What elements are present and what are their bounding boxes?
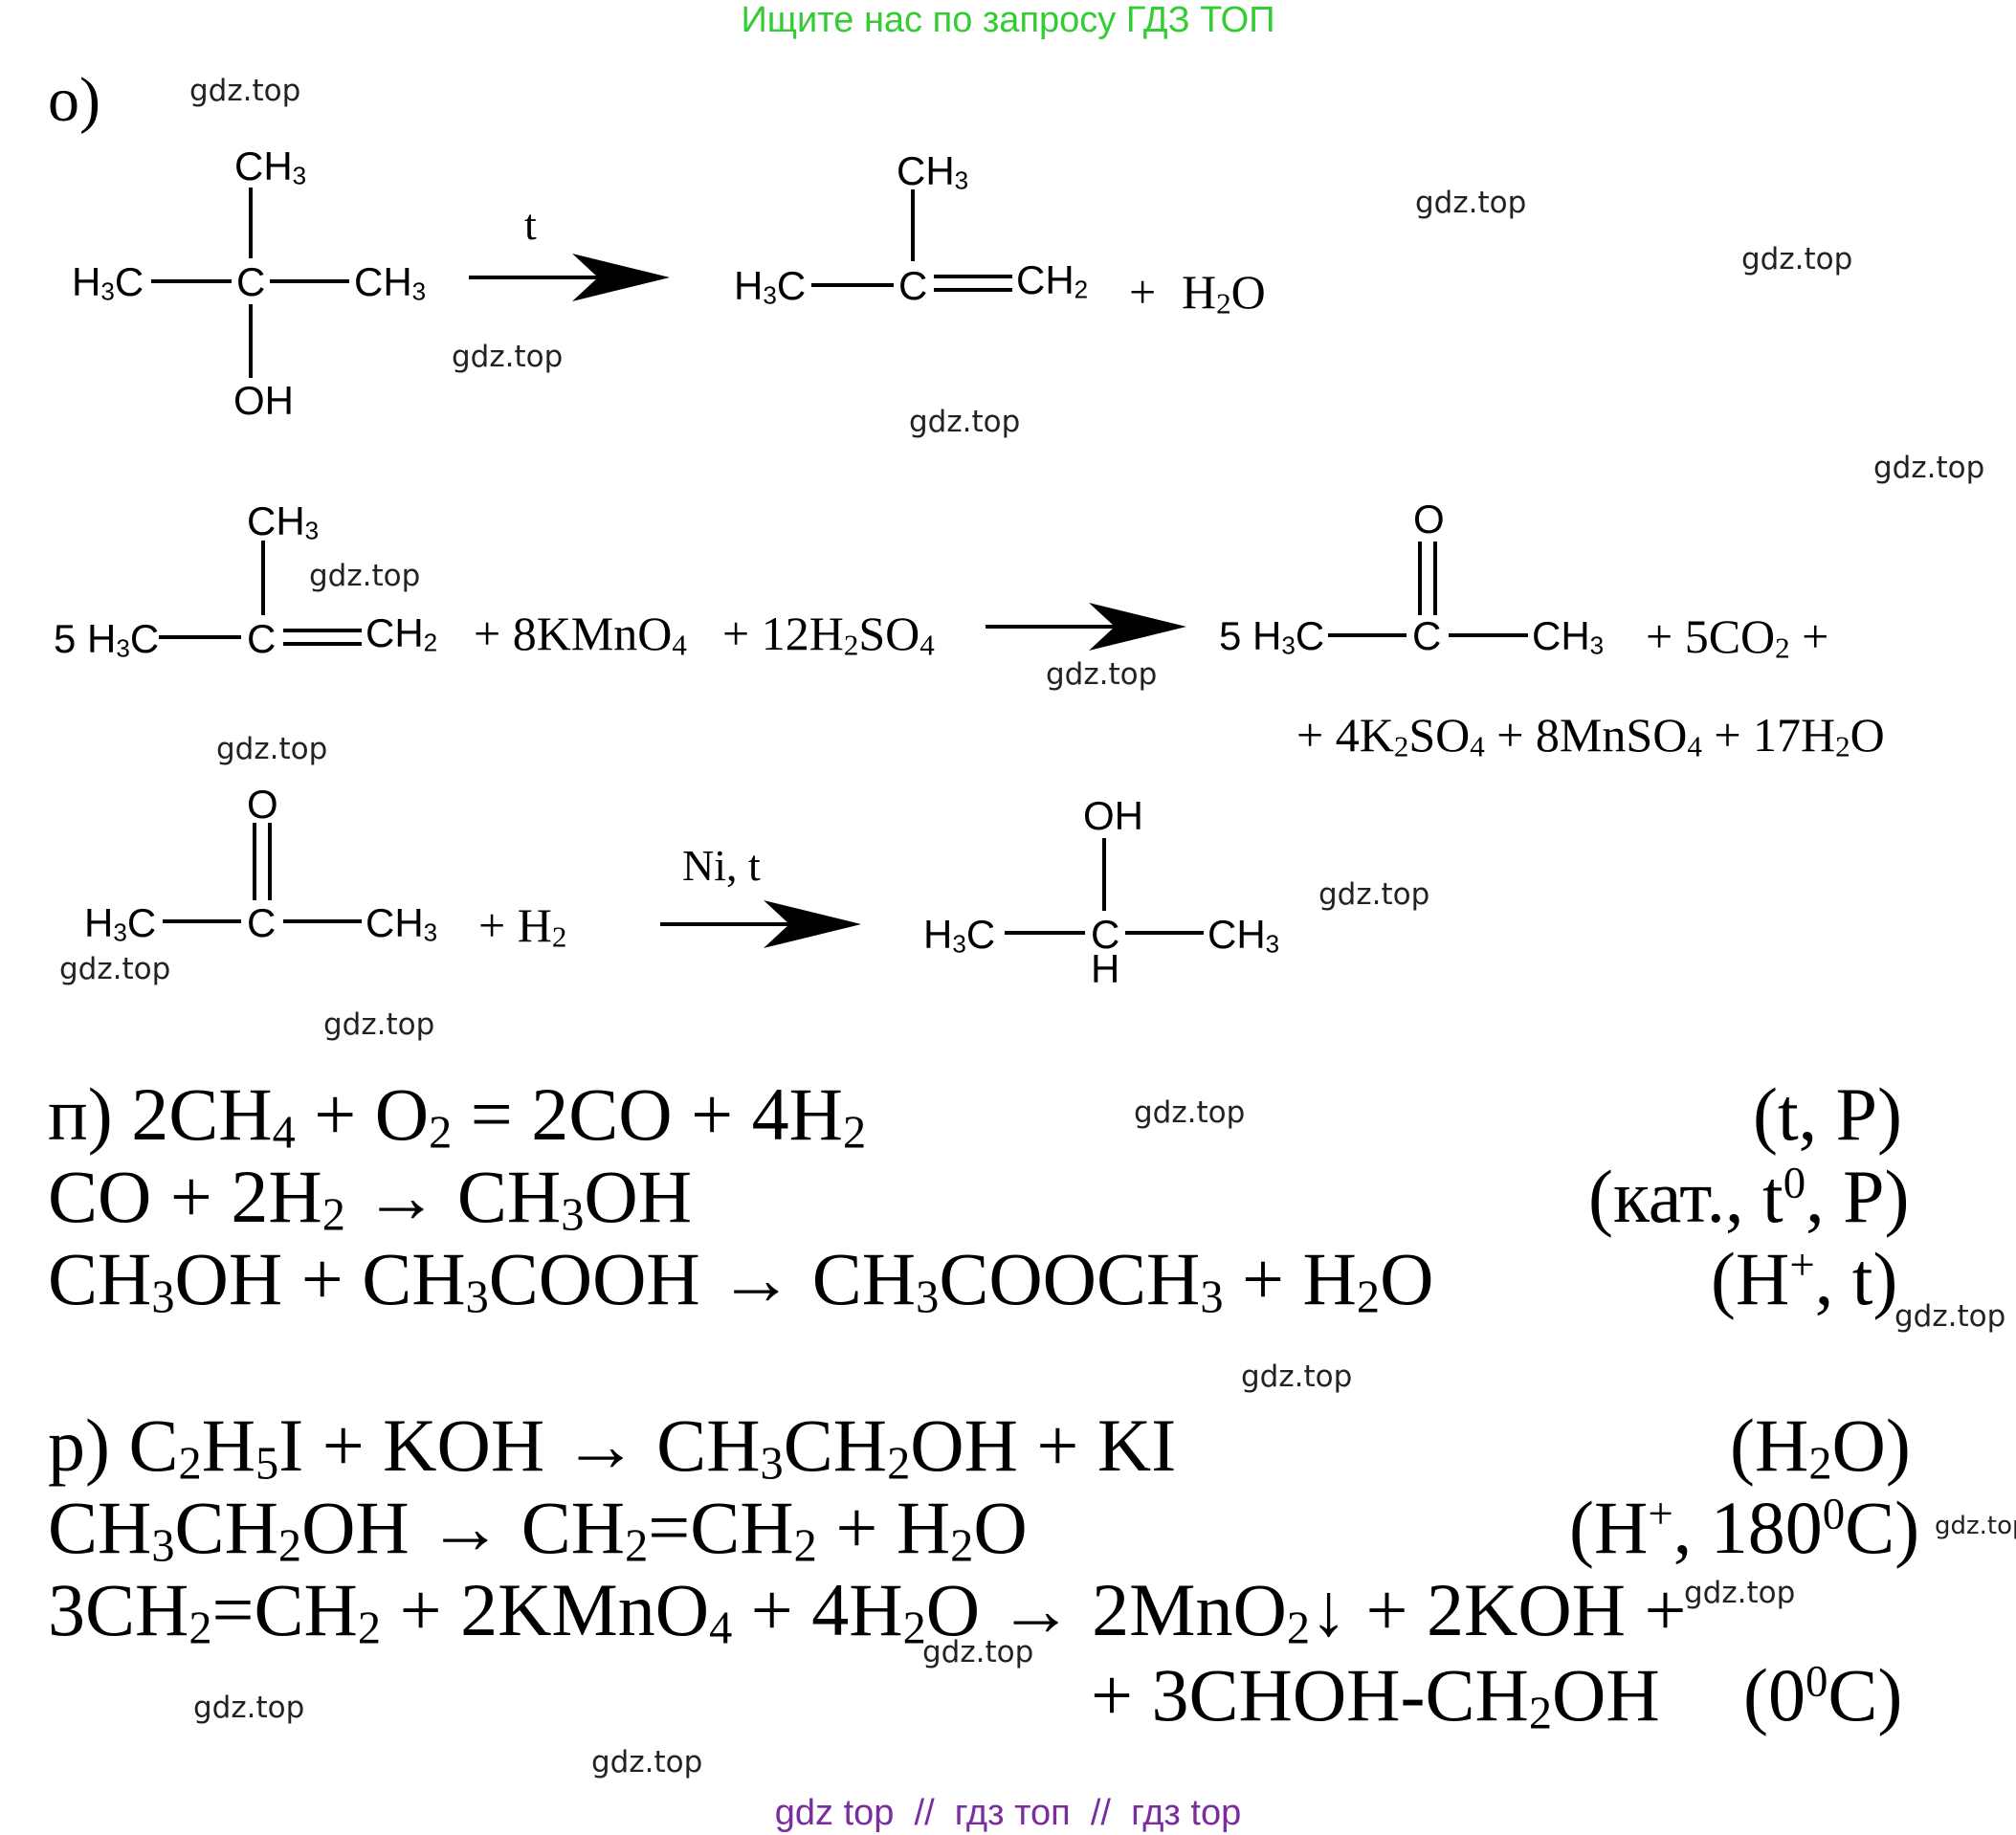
r3-product-center: C	[1091, 912, 1120, 957]
r3-reactant-left: H3C	[84, 900, 157, 947]
watermark: gdz.top	[1046, 657, 1158, 692]
watermark: gdz.top	[193, 1691, 305, 1725]
r-line-4-condition: (00C)	[1743, 1653, 1903, 1736]
r1-reactant-top: CH3	[234, 144, 307, 190]
r1-reactant-left: H3C	[72, 259, 144, 306]
r2-h2so4: + 12H2SO4	[722, 607, 935, 662]
r2-kmno4: + 8KMnO4	[474, 607, 687, 662]
r2-co2: + 5CO2 +	[1646, 609, 1829, 665]
r3-reactant-top: O	[247, 782, 278, 827]
r-line-1: р) C2H5I + KOH → CH3CH2OH + KI	[48, 1404, 1177, 1490]
watermark: gdz.top	[1894, 1299, 2006, 1334]
r1-reactant-bottom: OH	[233, 378, 294, 423]
r3-condition: Ni, t	[682, 841, 761, 890]
p-line-2: CO + 2H2 → CH3OH	[48, 1155, 693, 1241]
r-line-2-condition: (H+, 1800C)	[1569, 1486, 1920, 1569]
watermark: gdz.top	[1415, 186, 1527, 220]
watermark: gdz.top	[909, 405, 1021, 439]
watermark: gdz.top	[591, 1745, 703, 1780]
watermark: gdz.top	[1318, 877, 1430, 912]
watermark: gdz.top	[452, 340, 564, 374]
watermark: gdz.top	[216, 732, 328, 766]
r1-water: H2O	[1182, 265, 1266, 321]
r-line-2: CH3CH2OH → CH2=CH2 + H2O	[48, 1486, 1028, 1572]
search-banner: Ищите нас по запросу ГДЗ ТОП	[741, 0, 1275, 40]
r3-product-bottom: H	[1091, 946, 1120, 991]
watermark: gdz.top	[1873, 451, 1985, 485]
r1-plus: +	[1129, 265, 1157, 319]
watermark: gdz.top	[922, 1635, 1034, 1669]
r1-product-left: H3C	[734, 263, 807, 310]
r2-product-top: O	[1413, 497, 1445, 542]
r3-reactant-right: CH3	[366, 900, 438, 947]
watermark: gdz.top	[59, 952, 171, 986]
watermark: gdz.top	[1134, 1095, 1246, 1130]
r1-product-top: CH3	[897, 148, 969, 195]
r2-reactant-right: CH2	[366, 610, 438, 657]
r2-reactant-top: CH3	[247, 498, 320, 545]
r2-product-right: CH3	[1532, 613, 1605, 660]
r1-condition: t	[524, 200, 537, 249]
footer-links: gdz top // гдз топ // гдз top	[774, 1793, 1242, 1833]
watermark: gdz.top	[1935, 1512, 2016, 1540]
r3-product-left: H3C	[923, 912, 996, 959]
section-o-label: о)	[48, 65, 100, 135]
r-line-1-condition: (H2O)	[1730, 1404, 1911, 1490]
r3-product-top: OH	[1083, 793, 1143, 838]
p-line-1: п) 2CH4 + O2 = 2CO + 4H2	[48, 1072, 867, 1159]
r1-product-right: CH2	[1016, 257, 1089, 304]
r-line-4: + 3CHOH-CH2OH	[1091, 1653, 1660, 1739]
r2-product-center: C	[1412, 613, 1442, 658]
r2-reactant-center: C	[247, 616, 277, 661]
r2-product-left: 5 H3C	[1219, 613, 1325, 660]
watermark: gdz.top	[309, 559, 421, 593]
r-line-3: 3CH2=CH2 + 2KMnO4 + 4H2O → 2MnO2↓ + 2KOH…	[48, 1568, 1687, 1654]
watermark: gdz.top	[189, 74, 301, 108]
r2-products-line2: + 4K2SO4 + 8MnSO4 + 17H2O	[1296, 708, 1885, 763]
watermark: gdz.top	[1741, 242, 1853, 276]
r1-reactant-right: CH3	[354, 259, 427, 306]
watermark: gdz.top	[323, 1007, 435, 1042]
p-line-1-condition: (t, P)	[1753, 1072, 1902, 1156]
r3-product-right: CH3	[1207, 912, 1280, 959]
r2-reactant-left: 5 H3C	[54, 616, 160, 663]
p-line-3-condition: (H+, t)	[1711, 1237, 1898, 1320]
watermark: gdz.top	[1684, 1576, 1796, 1610]
r3-h2: + H2	[478, 898, 567, 954]
r1-reactant-center: C	[236, 259, 266, 304]
p-line-3: CH3OH + CH3COOH → CH3COOCH3 + H2O	[48, 1237, 1434, 1323]
r3-reactant-center: C	[247, 900, 277, 945]
r1-product-center: C	[898, 263, 928, 308]
p-line-2-condition: (кат., t0, P)	[1588, 1155, 1910, 1238]
watermark: gdz.top	[1241, 1360, 1353, 1394]
